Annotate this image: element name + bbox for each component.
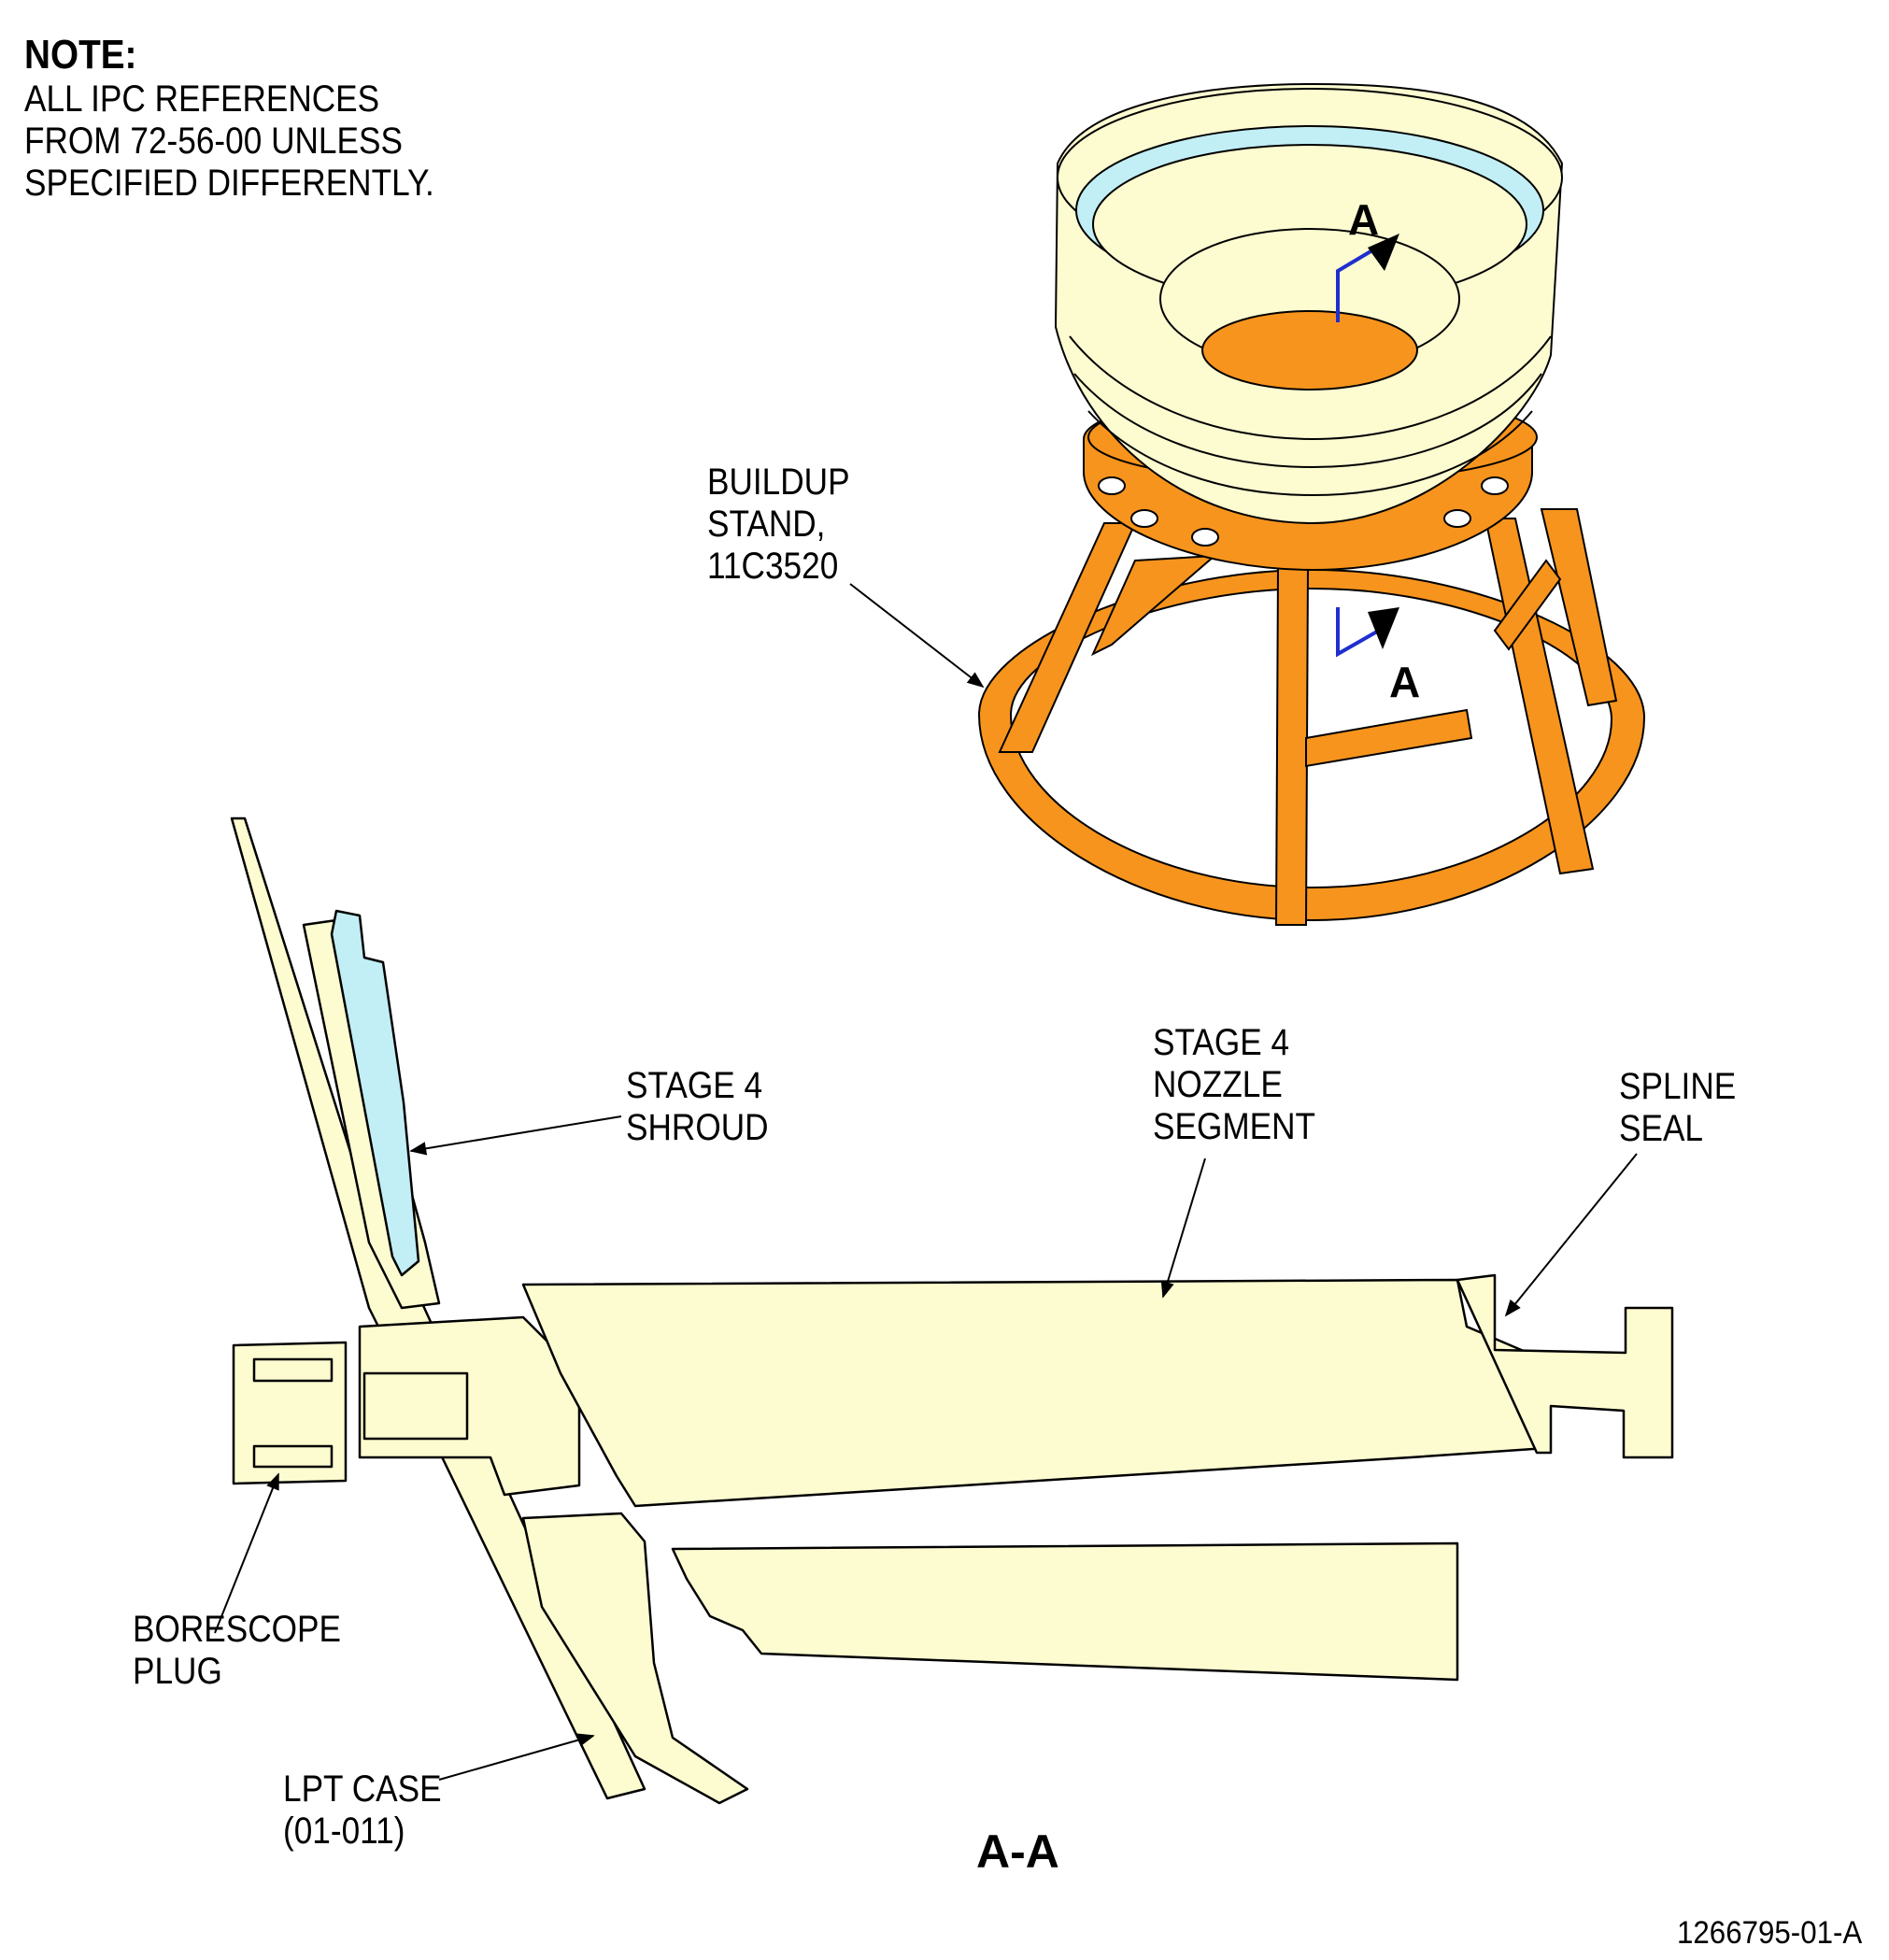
section-arrow-lower xyxy=(1368,607,1399,649)
section-view xyxy=(230,817,1674,1805)
label-stage4-shroud: STAGE 4 SHROUD xyxy=(626,1065,769,1148)
label-borescope-plug: BORESCOPE PLUG xyxy=(133,1609,341,1692)
stage4-shroud-shape xyxy=(330,909,420,1277)
leader-lines xyxy=(214,583,1638,1781)
lpt-module-on-stand xyxy=(1054,82,1564,525)
section-title: A-A xyxy=(976,1825,1059,1878)
note-body: ALL IPC REFERENCES FROM 72-56-00 UNLESS … xyxy=(24,78,434,204)
view-marker-upper: A xyxy=(1348,195,1380,244)
document-id: 1266795-01-A xyxy=(1677,1915,1863,1951)
nozzle-segment-upper xyxy=(521,1278,1548,1508)
label-lpt-case: LPT CASE (01-011) xyxy=(283,1768,442,1852)
label-buildup-stand: BUILDUP STAND, 11C3520 xyxy=(707,462,850,587)
label-spline-seal: SPLINE SEAL xyxy=(1619,1066,1737,1149)
lower-blade-shape xyxy=(671,1541,1459,1682)
label-stage4-nozzle-segment: STAGE 4 NOZZLE SEGMENT xyxy=(1153,1022,1316,1147)
section-arrow-upper xyxy=(1368,234,1399,271)
view-marker-lower: A xyxy=(1389,658,1421,706)
note-title: NOTE: xyxy=(24,32,137,78)
section-cut-line xyxy=(1336,246,1379,658)
spline-seal-shape xyxy=(1456,1273,1674,1459)
